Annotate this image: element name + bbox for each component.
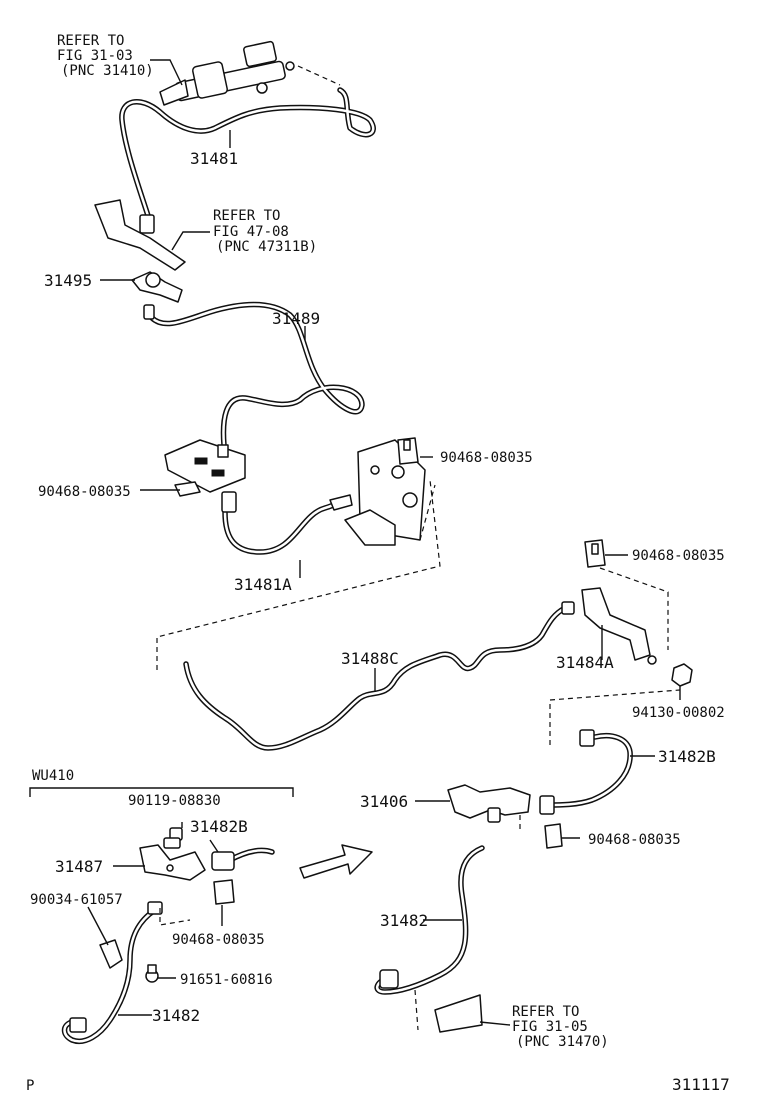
refer-label-47-08: REFER TO FIG 47-08 (PNC 47311B) — [213, 208, 317, 255]
figure-number: 311117 — [672, 1075, 730, 1094]
part-label-90468-right-top[interactable]: 90468-08035 — [632, 548, 725, 564]
nut-94130 — [671, 663, 693, 687]
clip-90468-left-bottom — [213, 879, 235, 905]
part-label-94130[interactable]: 94130-00802 — [632, 705, 725, 721]
wu410-inset-frame — [29, 787, 294, 797]
clip-90468-right-bottom — [544, 823, 563, 849]
pipe-31489 — [149, 301, 365, 448]
hose-31482b-right — [545, 732, 633, 808]
bolt-90119 — [163, 827, 183, 849]
hose-31481a — [222, 497, 348, 555]
part-label-90119[interactable]: 90119-08830 — [128, 793, 221, 809]
clamp-90034 — [99, 901, 163, 969]
clip-90468-right-top — [584, 539, 606, 568]
hose-31482b-left — [227, 847, 275, 863]
dashed-connectors — [156, 65, 681, 1031]
refer-31-05-line2: FIG 31-05 — [512, 1019, 588, 1035]
pipe-31488c — [183, 605, 568, 751]
part-label-31484a[interactable]: 31484A — [556, 653, 614, 672]
mounting-plate-left — [164, 439, 246, 493]
pipe-31482-left — [61, 907, 158, 1044]
part-label-31487[interactable]: 31487 — [55, 857, 103, 876]
refer-47-08-line2: FIG 47-08 — [213, 224, 289, 240]
bracket-47-08 — [94, 199, 186, 271]
clip-90468-left — [174, 481, 237, 513]
part-label-91651[interactable]: 91651-60816 — [180, 972, 273, 988]
refer-31-05-line3: (PNC 31470) — [516, 1034, 609, 1050]
master-cylinder — [159, 40, 295, 106]
bracket-center — [329, 439, 426, 546]
bracket-31406 — [447, 729, 595, 823]
direction-arrow-icon — [299, 844, 373, 879]
part-label-31482-right[interactable]: 31482 — [380, 911, 428, 930]
fitting-31482-left — [69, 1017, 87, 1033]
refer-31-03-line1: REFER TO — [57, 33, 124, 49]
pipe-31481 — [119, 87, 376, 225]
pipe-31482-right — [374, 845, 485, 995]
corner-mark: P — [26, 1078, 34, 1094]
part-label-31406[interactable]: 31406 — [360, 792, 408, 811]
screw-91651 — [145, 964, 159, 983]
bracket-31484a — [561, 587, 657, 665]
part-label-31489[interactable]: 31489 — [272, 309, 320, 328]
part-label-90468-right-bottom[interactable]: 90468-08035 — [588, 832, 681, 848]
leader-lines — [87, 59, 681, 1026]
part-label-31495[interactable]: 31495 — [44, 271, 92, 290]
variant-label-wu410: WU410 — [32, 768, 74, 784]
refer-label-31-03: REFER TO FIG 31-03 (PNC 31410) — [57, 33, 154, 79]
part-label-31481[interactable]: 31481 — [190, 149, 238, 168]
release-cylinder-ref — [379, 969, 483, 1033]
refer-label-31-05: REFER TO FIG 31-05 (PNC 31470) — [512, 1004, 609, 1050]
part-label-90034[interactable]: 90034-61057 — [30, 892, 123, 908]
refer-47-08-line1: REFER TO — [213, 208, 280, 224]
part-label-31482b-left[interactable]: 31482B — [190, 817, 248, 836]
refer-31-03-line3: (PNC 31410) — [61, 63, 154, 79]
refer-31-05-line1: REFER TO — [512, 1004, 579, 1020]
clamp-31495 — [131, 271, 183, 320]
part-label-90468-left-bottom[interactable]: 90468-08035 — [172, 932, 265, 948]
part-label-31482-left[interactable]: 31482 — [152, 1006, 200, 1025]
part-label-31481a[interactable]: 31481A — [234, 575, 292, 594]
part-label-31488c[interactable]: 31488C — [341, 649, 399, 668]
bracket-31487 — [139, 844, 206, 881]
clip-90468-top — [397, 437, 419, 465]
part-label-31482b-right[interactable]: 31482B — [658, 747, 716, 766]
fitting-31482b-left — [211, 851, 235, 871]
part-label-90468-left[interactable]: 90468-08035 — [38, 484, 131, 500]
refer-47-08-line3: (PNC 47311B) — [216, 239, 317, 255]
part-label-90468-top[interactable]: 90468-08035 — [440, 450, 533, 466]
refer-31-03-line2: FIG 31-03 — [57, 48, 133, 64]
